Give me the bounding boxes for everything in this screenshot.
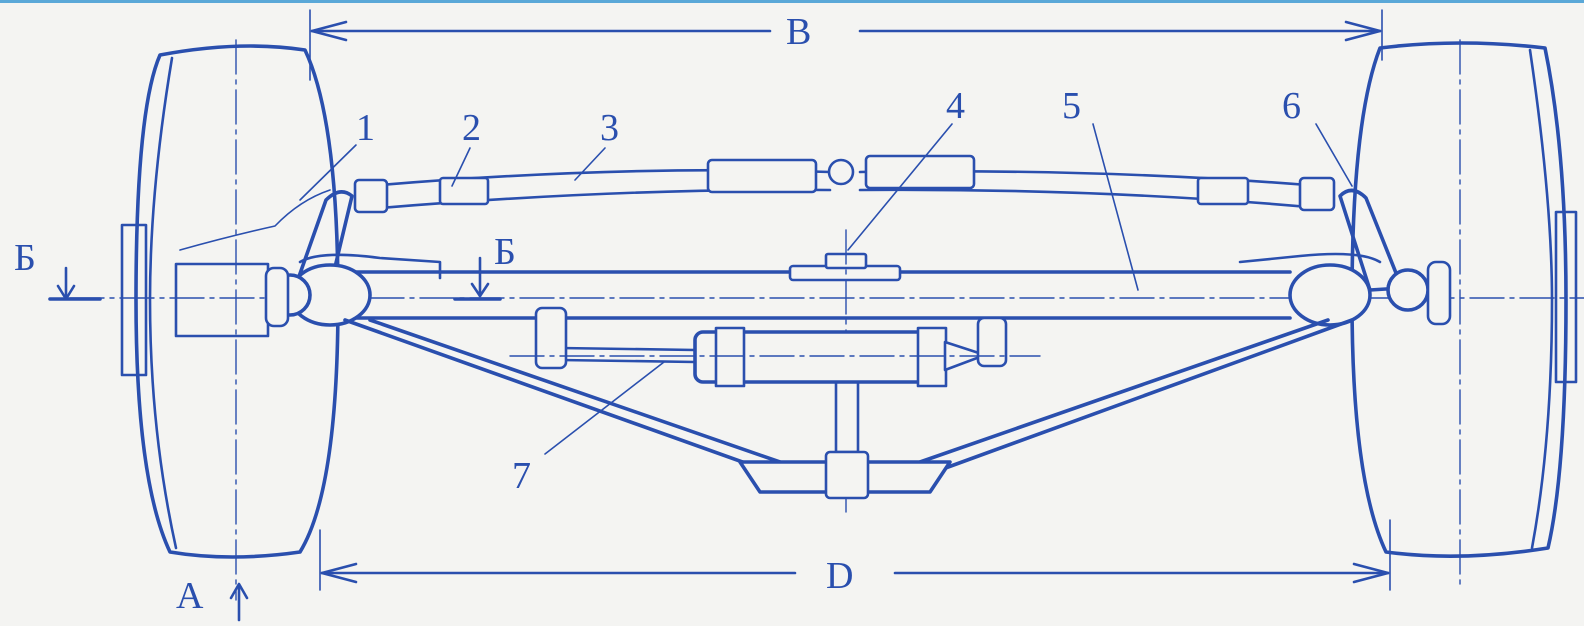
section-label-left: Б	[14, 237, 36, 279]
tie-rod	[353, 154, 1336, 214]
dimension-label-d: D	[826, 555, 853, 597]
left-wheel	[120, 39, 340, 601]
steering-cylinder	[509, 306, 1041, 388]
part-label-1: 1	[356, 107, 375, 149]
top-border	[0, 0, 1584, 3]
part-label-7: 7	[512, 455, 531, 497]
dimension-d	[319, 519, 1391, 591]
part-label-4: 4	[946, 85, 965, 127]
v-struts	[343, 318, 1354, 500]
section-mark-left	[48, 266, 102, 301]
part-label-5: 5	[1062, 85, 1081, 127]
view-arrow-a	[229, 582, 249, 622]
dimension-b	[309, 9, 1383, 81]
section-mark-inner	[453, 256, 502, 301]
right-wheel	[1350, 39, 1578, 591]
part-label-6: 6	[1282, 85, 1301, 127]
leader-lines	[299, 123, 1353, 455]
part-label-2: 2	[462, 107, 481, 149]
dimension-label-b: B	[786, 11, 811, 53]
part-label-3: 3	[600, 107, 619, 149]
steering-arm-left	[294, 190, 354, 290]
view-label-a: A	[176, 575, 204, 617]
section-label-inner: Б	[494, 231, 516, 273]
main-beam	[264, 252, 1452, 328]
